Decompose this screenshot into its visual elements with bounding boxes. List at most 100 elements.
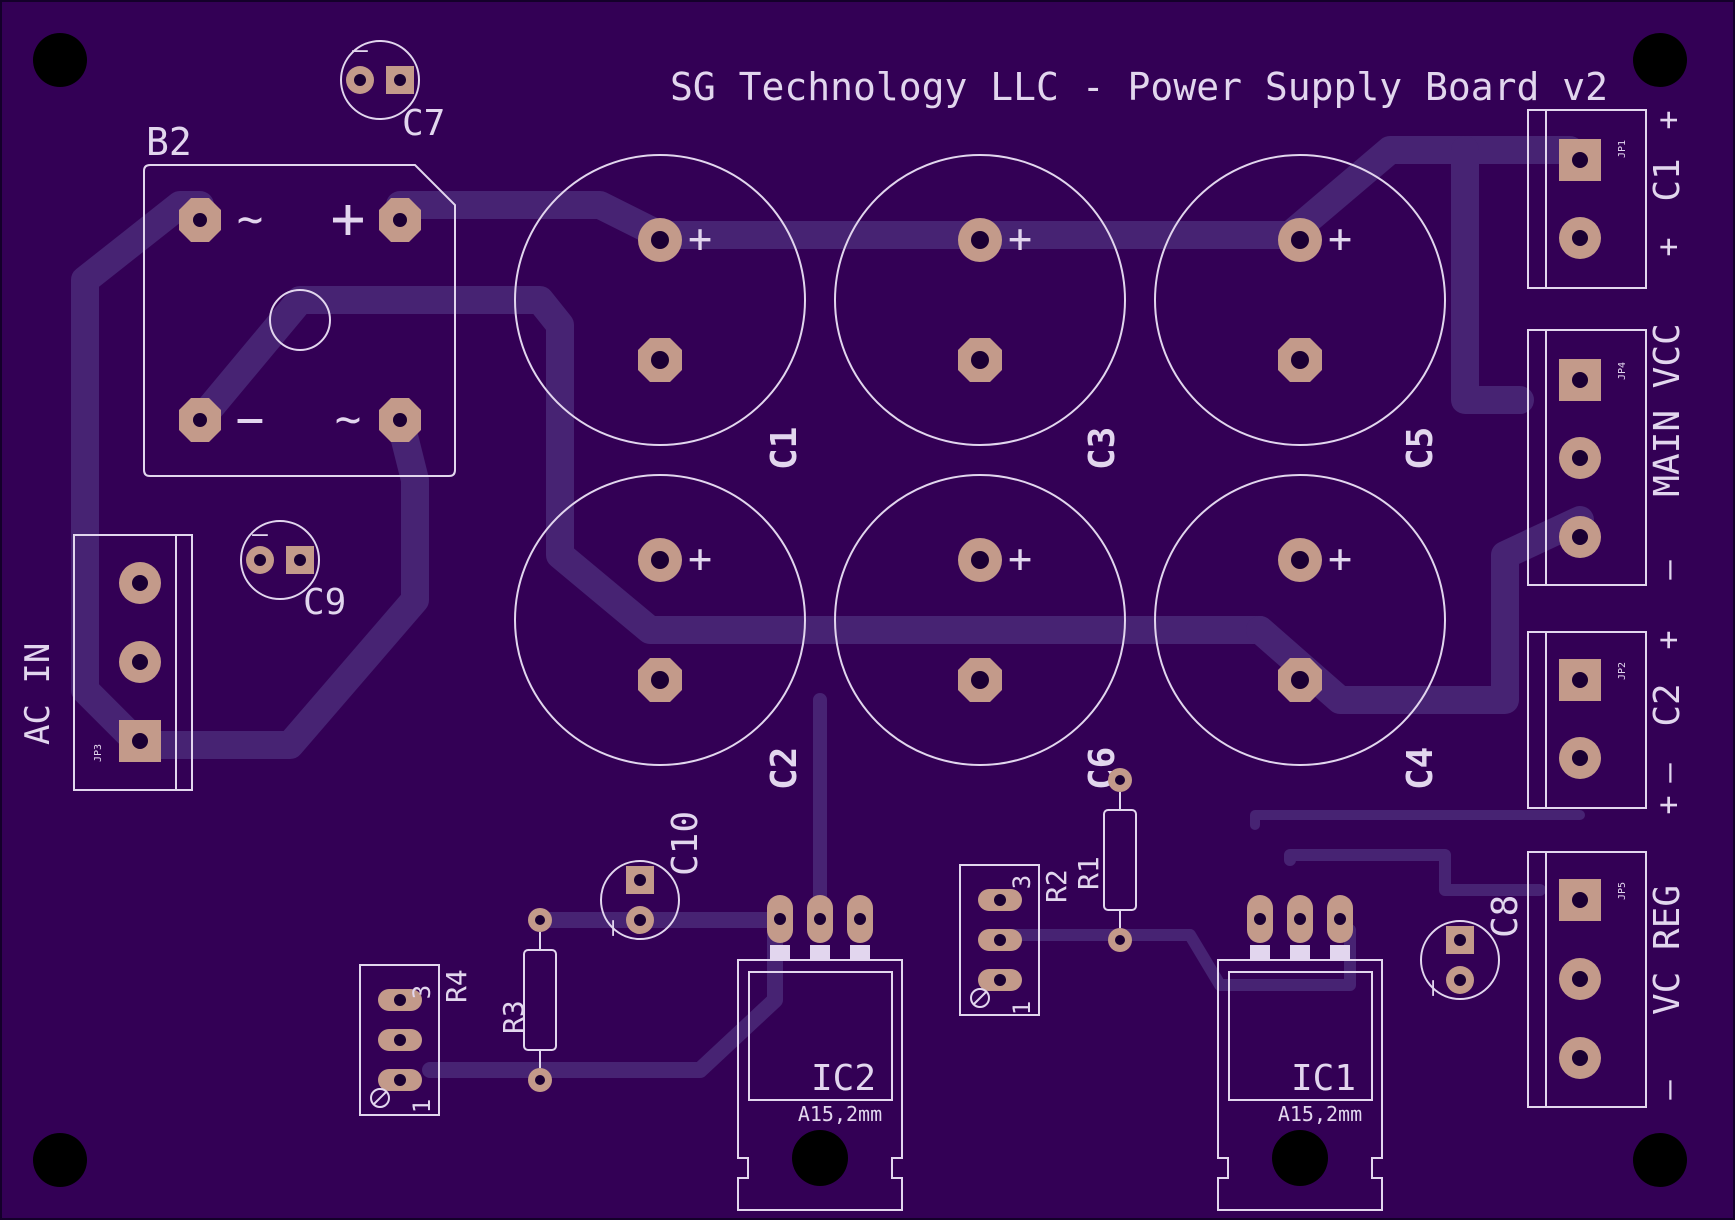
ic1-leg-1 [1250, 945, 1270, 960]
c6-pad-minus-hole [971, 671, 989, 689]
c10-pad-square-hole [634, 874, 646, 886]
jp1-outline [1527, 109, 1647, 289]
c10-minus-mark: – [597, 920, 627, 936]
r2-pad-1-hole [994, 974, 1006, 986]
ic2-leg-2 [810, 945, 830, 960]
ic2-pin-2-hole [814, 913, 826, 925]
r2-adjust-mark [970, 988, 990, 1008]
r1-label: R1 [1072, 856, 1105, 890]
ic2-leg-3 [850, 945, 870, 960]
resistor-r3: R3 [497, 908, 557, 1092]
b2-tilde-bottom: ∼ [335, 394, 362, 445]
jp2-outline [1527, 631, 1647, 809]
jp4-outline [1527, 329, 1647, 586]
c6-plus-mark: + [1008, 536, 1032, 582]
c1-plus-mark: + [688, 216, 712, 262]
trimmer-r4: 3 1 R4 [359, 964, 473, 1116]
large-capacitors: + C1 + C3 + C5 [514, 154, 1446, 790]
connector-jp2: JP2 + C2 – + [1527, 630, 1688, 815]
r4-outline [359, 964, 440, 1116]
r4-pad-3-hole [394, 994, 406, 1006]
board-title: SG Technology LLC - Power Supply Board v… [670, 65, 1608, 109]
c3-plus-mark: + [1008, 216, 1032, 262]
mount-hole-top-left [33, 33, 87, 87]
c7-label: C7 [402, 103, 445, 144]
ic2-label: IC2 [811, 1058, 876, 1099]
trace-ic1 [1284, 849, 1546, 896]
c5-plus-mark: + [1328, 216, 1352, 262]
jp2-pad-1-hole [1572, 672, 1588, 688]
jp2-name: C2 [1647, 683, 1688, 726]
r2-label: R2 [1040, 869, 1073, 903]
capacitor-c5: + C5 [1154, 154, 1446, 470]
r3-pad-bottom-hole [535, 1075, 545, 1085]
bridge-rectifier-b2: B2 ∼ + − ∼ [143, 120, 456, 477]
connector-jp1: JP1 + C1 + [1527, 109, 1688, 289]
jp3-pad-1-hole [132, 575, 148, 591]
ic1-leg-3 [1330, 945, 1350, 960]
b2-pad-plus-hole [393, 213, 407, 227]
ic1-pin-2-hole [1294, 913, 1306, 925]
jp5-pad-3-hole [1572, 1050, 1588, 1066]
c3-label: C3 [1082, 427, 1123, 470]
r2-outline [959, 864, 1040, 1016]
r4-pin-three: 3 [408, 985, 436, 999]
c2-outline [514, 474, 806, 766]
c4-label: C4 [1400, 747, 1441, 790]
jp3-outline [73, 534, 193, 791]
jp1-ref: JP1 [1617, 140, 1628, 158]
c2-plus-mark: + [688, 536, 712, 582]
c5-pad-plus-hole [1291, 231, 1309, 249]
jp1-pad-1-hole [1572, 152, 1588, 168]
c4-pad-plus-hole [1291, 551, 1309, 569]
capacitor-c10: – C10 [597, 811, 706, 940]
c4-plus-mark: + [1328, 536, 1352, 582]
b2-plus-mark: + [331, 184, 366, 252]
c9-label: C9 [303, 582, 346, 623]
capacitor-c2: + C2 [514, 474, 806, 790]
c1-pad-plus-hole [651, 231, 669, 249]
c7-outline [340, 40, 420, 120]
jp1-name: C1 [1647, 158, 1688, 201]
c1-outline [514, 154, 806, 446]
b2-minus-mark: − [236, 392, 265, 448]
r2-pad-3-hole [994, 894, 1006, 906]
b2-pad-ac1-hole [193, 213, 207, 227]
r1-pad-top-hole [1115, 775, 1125, 785]
jp5-name: VC REG [1647, 885, 1688, 1015]
r2-pin-three: 3 [1008, 875, 1036, 889]
ic1-package-outline [1217, 959, 1383, 1211]
r4-adjust-slot [372, 1090, 388, 1106]
c5-outline [1154, 154, 1446, 446]
c8-pad-square-hole [1454, 934, 1466, 946]
connector-jp4: JP4 MAIN VCC – [1527, 323, 1688, 586]
r1-pad-bottom-hole [1115, 935, 1125, 945]
r2-pad-2-hole [994, 934, 1006, 946]
c3-pad-minus-hole [971, 351, 989, 369]
c9-pad-round-hole [254, 554, 266, 566]
jp3-ref: JP3 [93, 744, 104, 762]
connector-ac-in: AC IN JP3 [18, 534, 193, 791]
resistor-r1: R1 [1072, 768, 1137, 952]
ic2-pin-3-hole [854, 913, 866, 925]
c1-label: C1 [764, 427, 805, 470]
capacitor-c3: + C3 [834, 154, 1126, 470]
c4-outline [1154, 474, 1446, 766]
capacitor-c1: + C1 [514, 154, 806, 470]
ic2-heatsink-text: A15,2mm [798, 1102, 882, 1126]
r3-label: R3 [497, 1000, 530, 1034]
r4-pad-2-hole [394, 1034, 406, 1046]
jp5-pad-2-hole [1572, 971, 1588, 987]
ic1-pin-3-hole [1334, 913, 1346, 925]
jp5-outline [1527, 851, 1647, 1108]
jp4-name: MAIN VCC [1647, 323, 1688, 496]
mount-hole-bottom-left [33, 1133, 87, 1187]
jp2-plus-bottom: + [1649, 795, 1687, 814]
capacitor-c7: – C7 [340, 35, 445, 144]
trace-bridge-ac [126, 406, 429, 759]
jp1-plus-bottom: + [1649, 237, 1687, 256]
mount-hole-bottom-right [1633, 1133, 1687, 1187]
trace-vcreg [1250, 810, 1585, 830]
c4-pad-minus-hole [1291, 671, 1309, 689]
c2-pad-plus-hole [651, 551, 669, 569]
